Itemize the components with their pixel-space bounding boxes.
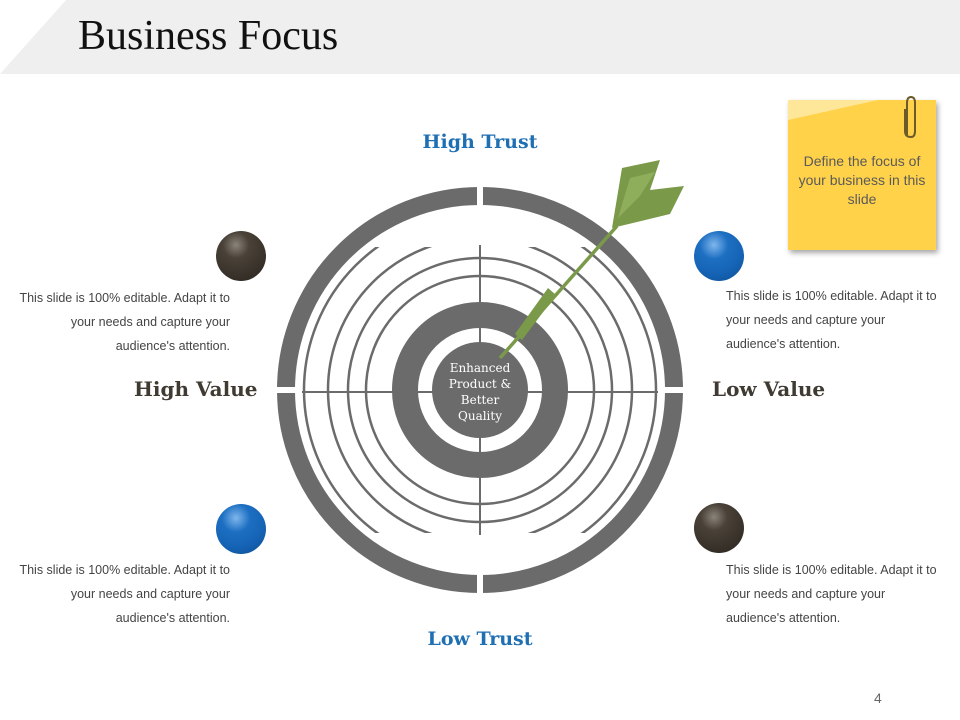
- title-bar-corner: [0, 0, 66, 74]
- center-label: Enhanced Product & Better Quality: [449, 361, 512, 423]
- center-label-line-3: Better: [461, 393, 500, 407]
- sphere-icon-top-left: [216, 231, 266, 281]
- paperclip-icon: [904, 95, 916, 139]
- outer-ring-gap-top: [477, 180, 483, 210]
- low-trust-label: Low Trust: [427, 628, 533, 650]
- outer-ring-gap-left: [270, 387, 300, 393]
- inner-ring: [392, 302, 568, 478]
- sphere-icon-top-right: [694, 231, 744, 281]
- outer-ring-gap-right: [660, 387, 690, 393]
- sticky-note-text: Define the focus of your business in thi…: [798, 153, 926, 207]
- outer-ring-gap-bottom: [477, 570, 483, 600]
- high-value-label: High Value: [134, 377, 258, 401]
- center-label-line-1: Enhanced: [450, 361, 511, 375]
- description-bottom-right: This slide is 100% editable. Adapt it to…: [726, 563, 937, 625]
- high-trust-label: High Trust: [422, 131, 538, 153]
- bullseye-center: [432, 342, 528, 438]
- page-number: 4: [874, 690, 882, 706]
- sphere-icon-bottom-right: [694, 503, 744, 553]
- description-top-left: This slide is 100% editable. Adapt it to…: [19, 291, 230, 353]
- sphere-icon-bottom-left: [216, 504, 266, 554]
- page-title: Business Focus: [78, 13, 339, 59]
- description-top-right: This slide is 100% editable. Adapt it to…: [726, 289, 937, 351]
- sticky-note: Define the focus of your business in thi…: [788, 100, 936, 250]
- sticky-note-fold: [788, 100, 878, 120]
- center-label-line-2: Product &: [449, 377, 512, 391]
- title-bar: [0, 0, 960, 74]
- center-label-line-4: Quality: [458, 409, 502, 423]
- low-value-label: Low Value: [712, 377, 826, 401]
- dart-icon: [498, 160, 684, 360]
- description-bottom-left: This slide is 100% editable. Adapt it to…: [19, 563, 230, 625]
